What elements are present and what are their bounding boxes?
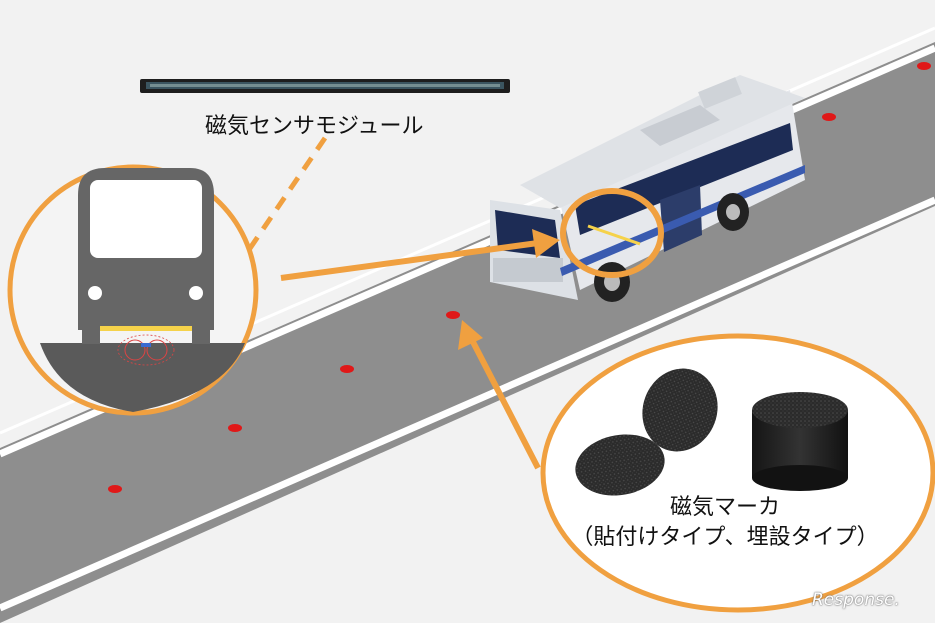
- callout-arrow: [280, 229, 560, 281]
- sensor-module-image: [140, 79, 510, 93]
- road-marker-dot: [446, 311, 460, 319]
- road-marker-dot: [340, 365, 354, 373]
- watermark: Response.: [812, 590, 900, 610]
- embedded-marker-cylinder: [752, 392, 848, 491]
- road-marker-dot: [108, 485, 122, 493]
- sensor-module-label: 磁気センサモジュール: [205, 114, 424, 139]
- marker-arrow: [458, 320, 541, 470]
- sticker-marker-disc-tilted: [642, 368, 718, 452]
- marker-types-label: （貼付けタイプ、埋設タイプ）: [571, 525, 879, 550]
- road-marker-dot: [228, 424, 242, 432]
- magnetic-marker-callout: [540, 333, 935, 613]
- bus-highlight-ring: [560, 188, 664, 278]
- road-marker-dot: [822, 113, 836, 121]
- bus-front-callout: [7, 164, 259, 416]
- road-marker-dots: [108, 62, 931, 493]
- magnetic-marker-label: 磁気マーカ: [669, 495, 780, 520]
- road-marker-dot: [917, 62, 931, 70]
- magnetic-marker-label-block: 磁気マーカ （貼付けタイプ、埋設タイプ）: [540, 493, 910, 553]
- sticker-marker-disc: [575, 434, 665, 496]
